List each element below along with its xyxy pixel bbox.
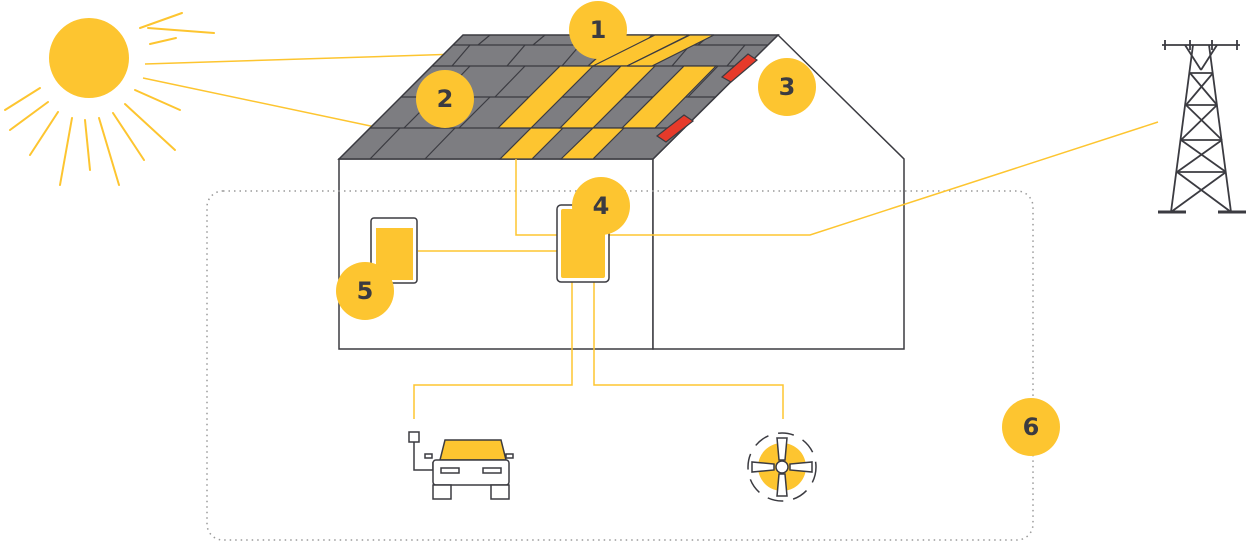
- badge-3: 3: [758, 58, 816, 116]
- badge-2-label: 2: [437, 85, 454, 113]
- roof: [337, 34, 780, 160]
- roof-vents: [655, 53, 758, 143]
- badge-5: 5: [336, 262, 394, 320]
- badge-3-label: 3: [779, 73, 796, 101]
- badge-6-label: 6: [1023, 413, 1040, 441]
- badge-1: 1: [569, 1, 627, 59]
- battery-icon: [370, 217, 418, 284]
- badge-1-label: 1: [590, 16, 607, 44]
- badge-4: 4: [572, 177, 630, 235]
- badge-2: 2: [416, 70, 474, 128]
- electric-car-icon: [408, 431, 514, 500]
- badge-5-label: 5: [357, 277, 374, 305]
- connection-lines: [413, 121, 1159, 419]
- sun-icon: [4, 12, 215, 186]
- heat-pump-fan-icon: [747, 432, 817, 502]
- badge-6: 6: [1002, 398, 1060, 456]
- power-pylon-icon: [1158, 40, 1246, 214]
- badge-4-label: 4: [593, 192, 610, 220]
